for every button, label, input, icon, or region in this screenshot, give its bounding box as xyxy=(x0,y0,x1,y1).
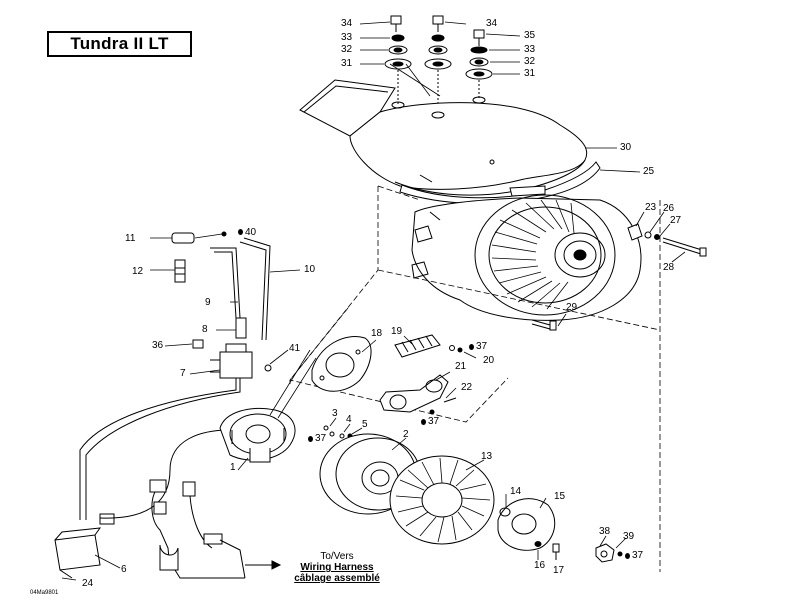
harness-note-line1: To/Vers xyxy=(320,551,354,562)
pulley-fasteners xyxy=(534,541,560,560)
model-title: Tundra II LT xyxy=(47,31,192,57)
part-number: 37 xyxy=(476,341,488,352)
rope-handle-parts xyxy=(627,211,707,263)
sealant-drop-icon xyxy=(625,553,630,559)
part-number: 11 xyxy=(125,233,136,244)
nut-and-washer xyxy=(595,535,627,563)
spark-plug xyxy=(150,259,186,283)
bolt-stack-right xyxy=(465,29,493,80)
high-tension-wires xyxy=(210,237,301,341)
part-number: 20 xyxy=(483,355,495,366)
part-number: 40 xyxy=(245,227,257,238)
part-number: 23 xyxy=(645,202,657,213)
part-number: 8 xyxy=(202,324,208,335)
sealant-drop-icon xyxy=(469,344,474,350)
sealant-drop-icon xyxy=(238,229,243,235)
spark-plug-cap xyxy=(150,231,227,244)
starter-pulley xyxy=(497,494,556,551)
harness-note-line3: câblage assemblé xyxy=(294,573,380,584)
wiring-harness-note: To/Vers Wiring Harness câblage assemblé xyxy=(278,551,396,584)
part-number: 35 xyxy=(524,30,536,41)
harness-note-line2: Wiring Harness xyxy=(300,562,374,573)
cooling-fan xyxy=(389,455,495,545)
part-number: 39 xyxy=(623,531,635,542)
part-number: 38 xyxy=(599,526,611,537)
part-number: 24 xyxy=(82,578,94,589)
bolt-29 xyxy=(531,313,567,331)
part-number: 27 xyxy=(670,215,682,226)
drawing-code: 04Ma9801 xyxy=(30,590,59,596)
sealant-drop-icon xyxy=(421,419,426,425)
part-number: 3 xyxy=(332,408,338,419)
part-number: 37 xyxy=(632,550,644,561)
trigger-plate xyxy=(311,336,377,392)
part-number: 33 xyxy=(341,32,353,43)
part-number: 2 xyxy=(403,429,409,440)
charging-coil xyxy=(394,334,477,359)
part-number: 4 xyxy=(346,414,352,425)
bolt-stack-middle xyxy=(424,15,452,70)
part-number: 41 xyxy=(289,343,301,354)
part-number: 17 xyxy=(553,565,565,576)
part-number: 25 xyxy=(643,166,655,177)
fan-housing xyxy=(299,79,588,196)
cdi-module xyxy=(54,513,121,581)
part-number: 36 xyxy=(152,340,164,351)
leader-lines-top xyxy=(359,21,521,97)
part-number: 19 xyxy=(391,326,403,337)
rewind-starter xyxy=(411,185,642,321)
stator xyxy=(219,407,296,471)
part-number: 10 xyxy=(304,264,316,275)
part-number: 30 xyxy=(620,142,632,153)
part-number: 16 xyxy=(534,560,546,571)
part-number: 18 xyxy=(371,328,383,339)
part-number: 28 xyxy=(663,262,675,273)
sealant-drop-icon xyxy=(308,436,313,442)
part-number: 33 xyxy=(524,44,536,55)
part-number: 32 xyxy=(524,56,536,67)
part-number: 15 xyxy=(554,491,566,502)
part-number: 37 xyxy=(428,416,440,427)
part-number: 32 xyxy=(341,44,353,55)
part-number: 12 xyxy=(132,266,144,277)
lighting-coil xyxy=(379,371,457,415)
part-number: 7 xyxy=(180,368,186,379)
part-number: 9 xyxy=(205,297,211,308)
part-number: 5 xyxy=(362,419,368,430)
part-number: 31 xyxy=(341,58,353,69)
part-number: 31 xyxy=(524,68,536,79)
part-number: 13 xyxy=(481,451,493,462)
part-number: 37 xyxy=(315,433,327,444)
part-number: 14 xyxy=(510,486,522,497)
harness-leads xyxy=(99,429,282,579)
part-number: 26 xyxy=(663,203,675,214)
ignition-coil xyxy=(79,339,289,520)
part-number: 29 xyxy=(566,302,578,313)
part-number: 21 xyxy=(455,361,467,372)
bolt-stack-left xyxy=(384,15,412,70)
part-number: 34 xyxy=(341,18,353,29)
part-number: 34 xyxy=(486,18,498,29)
part-number: 6 xyxy=(121,564,127,575)
part-number: 22 xyxy=(461,382,473,393)
part-number: 1 xyxy=(230,462,236,473)
